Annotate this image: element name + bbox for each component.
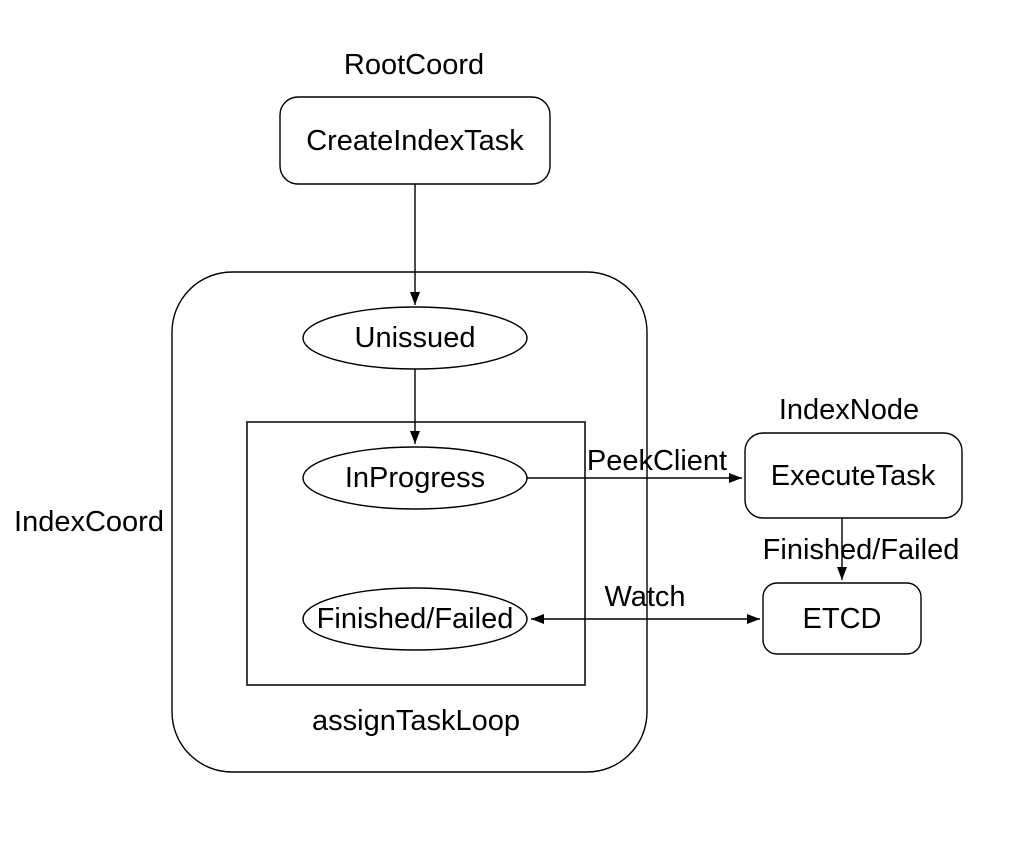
assign-task-loop-label: assignTaskLoop <box>312 705 520 737</box>
finished-failed-label: Finished/Failed <box>317 603 514 635</box>
assign-task-loop-container <box>246 421 586 686</box>
index-coord-container <box>171 271 648 773</box>
execute-task-label: ExecuteTask <box>771 460 936 492</box>
etcd-label: ETCD <box>803 603 882 635</box>
in-progress-label: InProgress <box>345 462 485 494</box>
finished-failed-node <box>302 587 528 651</box>
index-coord-label: IndexCoord <box>14 506 164 538</box>
finished-failed-edge-label: Finished/Failed <box>763 534 960 566</box>
unissued-label: Unissued <box>355 322 476 354</box>
execute-task-node <box>744 432 963 519</box>
root-coord-label: RootCoord <box>344 49 484 81</box>
in-progress-node <box>302 446 528 510</box>
index-node-label: IndexNode <box>779 394 919 426</box>
peek-client-edge-label: PeekClient <box>587 445 727 477</box>
etcd-node <box>762 582 922 655</box>
watch-edge-label: Watch <box>604 581 685 613</box>
create-index-task-label: CreateIndexTask <box>306 125 524 157</box>
create-index-task-node <box>279 96 551 185</box>
unissued-node <box>302 306 528 370</box>
